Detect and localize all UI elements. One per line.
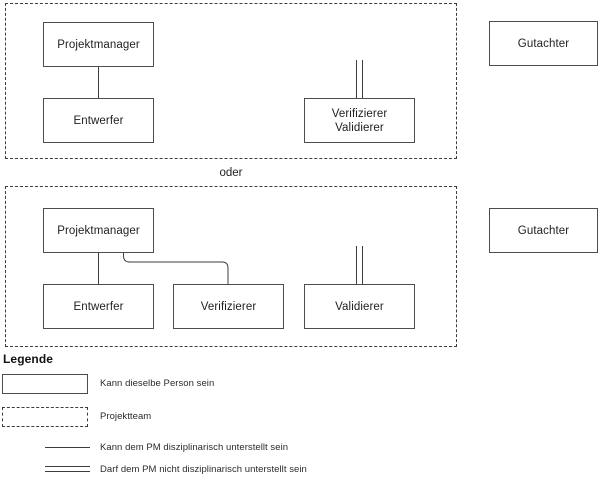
project-team-container-2 <box>5 186 457 347</box>
role-label: Verifizierer <box>200 300 257 313</box>
role-label: Gutachter <box>517 224 570 237</box>
legend-label-subordinate-allowed: Kann dem PM disziplinarisch unterstellt … <box>100 442 289 453</box>
role-label: Validierer <box>335 300 384 313</box>
connector-double-right-1 <box>362 60 363 98</box>
legend-symbol-double-line-top <box>45 466 90 467</box>
legend-symbol-double-line-bottom <box>45 471 90 472</box>
connector-pm-verifizierer-2 <box>123 250 229 284</box>
role-box-verifizierer-2[interactable]: Verifizierer <box>173 284 284 329</box>
role-label: Projektmanager <box>57 38 140 51</box>
role-box-entwerfer-1[interactable]: Entwerfer <box>43 98 154 143</box>
role-label: Entwerfer <box>73 114 124 127</box>
connector-double-left-2 <box>356 246 357 284</box>
role-label-line-2: Validierer <box>335 121 384 134</box>
role-box-verifizierer-validierer-1[interactable]: Verifizierer Validierer <box>304 98 415 143</box>
role-label-line-1: Verifizierer <box>331 107 388 120</box>
role-box-validierer-2[interactable]: Validierer <box>304 284 415 329</box>
role-box-gutachter-1[interactable]: Gutachter <box>489 21 598 66</box>
role-label: Entwerfer <box>73 300 124 313</box>
role-box-projektmanager-2[interactable]: Projektmanager <box>43 208 154 253</box>
role-label: Gutachter <box>517 37 570 50</box>
role-label: Projektmanager <box>57 224 140 237</box>
role-box-gutachter-2[interactable]: Gutachter <box>489 208 598 253</box>
role-box-projektmanager-1[interactable]: Projektmanager <box>43 22 154 67</box>
legend-symbol-dashed-rectangle <box>2 407 88 427</box>
legend-title: Legende <box>3 352 54 366</box>
legend-symbol-single-line <box>45 447 90 448</box>
connector-double-right-2 <box>362 246 363 284</box>
project-team-container-1 <box>5 3 457 159</box>
legend-label-projektteam: Projektteam <box>100 411 152 422</box>
legend-label-subordinate-forbidden: Darf dem PM nicht disziplinarisch unters… <box>100 464 307 475</box>
legend-symbol-solid-rectangle <box>2 374 88 394</box>
connector-pm-entwerfer-1 <box>98 66 99 98</box>
legend: Legende Kann dieselbe Person sein Projek… <box>0 352 600 480</box>
separator-label-oder: oder <box>219 167 243 179</box>
legend-label-same-person: Kann dieselbe Person sein <box>100 378 215 389</box>
role-box-entwerfer-2[interactable]: Entwerfer <box>43 284 154 329</box>
connector-double-left-1 <box>356 60 357 98</box>
connector-pm-entwerfer-2 <box>98 252 99 284</box>
